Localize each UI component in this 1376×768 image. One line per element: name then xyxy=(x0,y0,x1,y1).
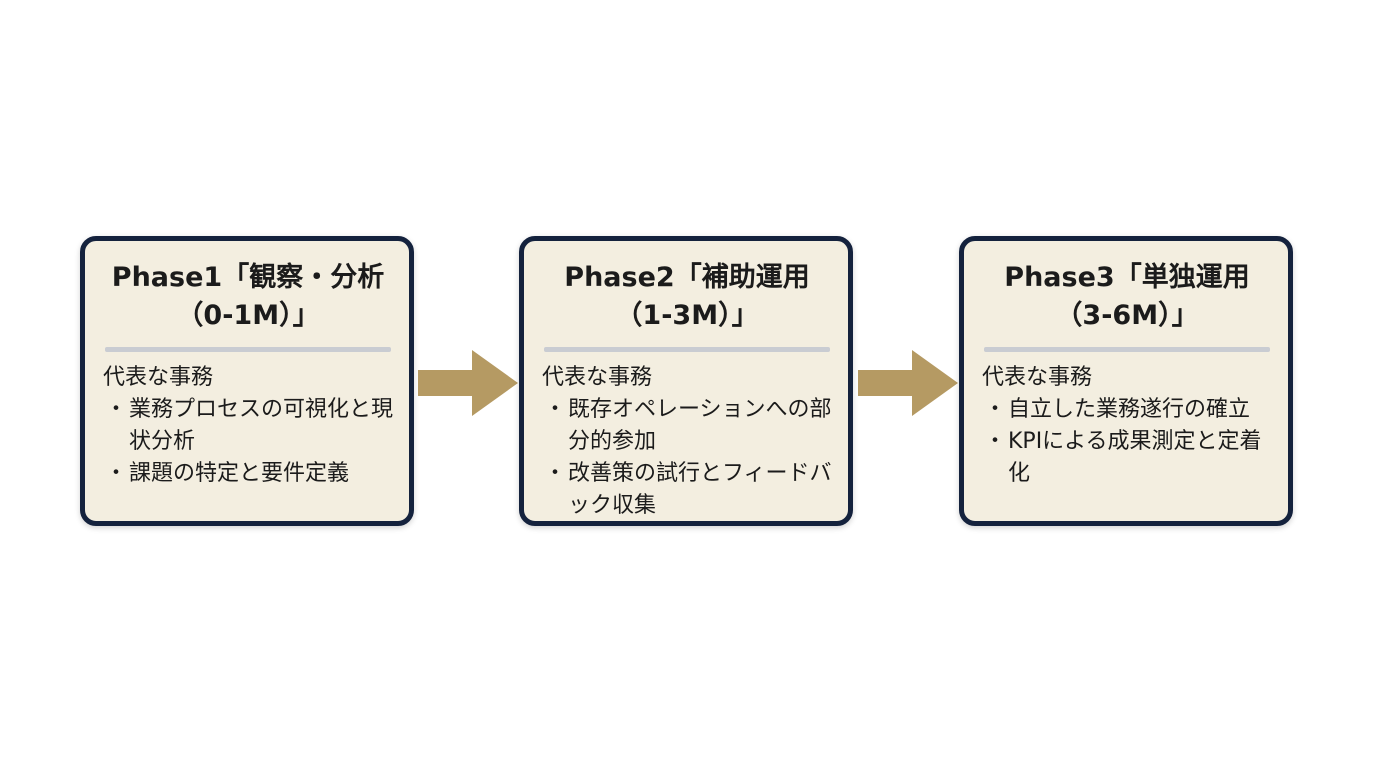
phase-2-task-1: 既存オペレーションへの部分的参加 xyxy=(542,394,832,458)
phase-card-3: Phase3「単独運用 （3-6M）」 代表な事務 自立した業務遂行の確立 KP… xyxy=(959,236,1293,526)
phase-3-title: Phase3「単独運用 （3-6M）」 xyxy=(982,259,1272,335)
phase-3-title-line1: Phase3「単独運用 xyxy=(1004,262,1250,293)
phase-card-2: Phase2「補助運用 （1-3M）」 代表な事務 既存オペレーションへの部分的… xyxy=(519,236,853,526)
phase-2-task-list: 既存オペレーションへの部分的参加 改善策の試行とフィードバック収集 xyxy=(542,394,832,522)
phase-3-task-2: KPIによる成果測定と定着化 xyxy=(982,426,1272,490)
phase-1-task-1: 業務プロセスの可視化と現状分析 xyxy=(103,394,393,458)
arrow-right-icon xyxy=(858,350,958,416)
phase-card-1: Phase1「観察・分析 （0-1M）」 代表な事務 業務プロセスの可視化と現状… xyxy=(80,236,414,526)
phase-2-divider xyxy=(544,347,830,352)
phase-3-divider xyxy=(984,347,1270,352)
phase-2-title-line2: （1-3M）」 xyxy=(615,300,759,331)
phase-2-task-2: 改善策の試行とフィードバック収集 xyxy=(542,458,832,522)
phase-1-title: Phase1「観察・分析 （0-1M）」 xyxy=(103,259,393,335)
phase-2-title: Phase2「補助運用 （1-3M）」 xyxy=(542,259,832,335)
arrow-right-icon xyxy=(418,350,518,416)
phase-1-divider xyxy=(105,347,391,352)
phase-3-task-1: 自立した業務遂行の確立 xyxy=(982,394,1272,426)
phase-3-title-line2: （3-6M）」 xyxy=(1055,300,1199,331)
phase-2-section-heading: 代表な事務 xyxy=(542,365,653,390)
phase-3-task-list: 自立した業務遂行の確立 KPIによる成果測定と定着化 xyxy=(982,394,1272,490)
phase-1-title-line2: （0-1M）」 xyxy=(176,300,320,331)
phase-2-title-line1: Phase2「補助運用 xyxy=(564,262,810,293)
phase-1-task-list: 業務プロセスの可視化と現状分析 課題の特定と要件定義 xyxy=(103,394,393,490)
phase-1-task-2: 課題の特定と要件定義 xyxy=(103,458,393,490)
phase-1-title-line1: Phase1「観察・分析 xyxy=(111,262,385,293)
phase-3-section-heading: 代表な事務 xyxy=(982,365,1093,390)
phase-1-section-heading: 代表な事務 xyxy=(103,365,214,390)
